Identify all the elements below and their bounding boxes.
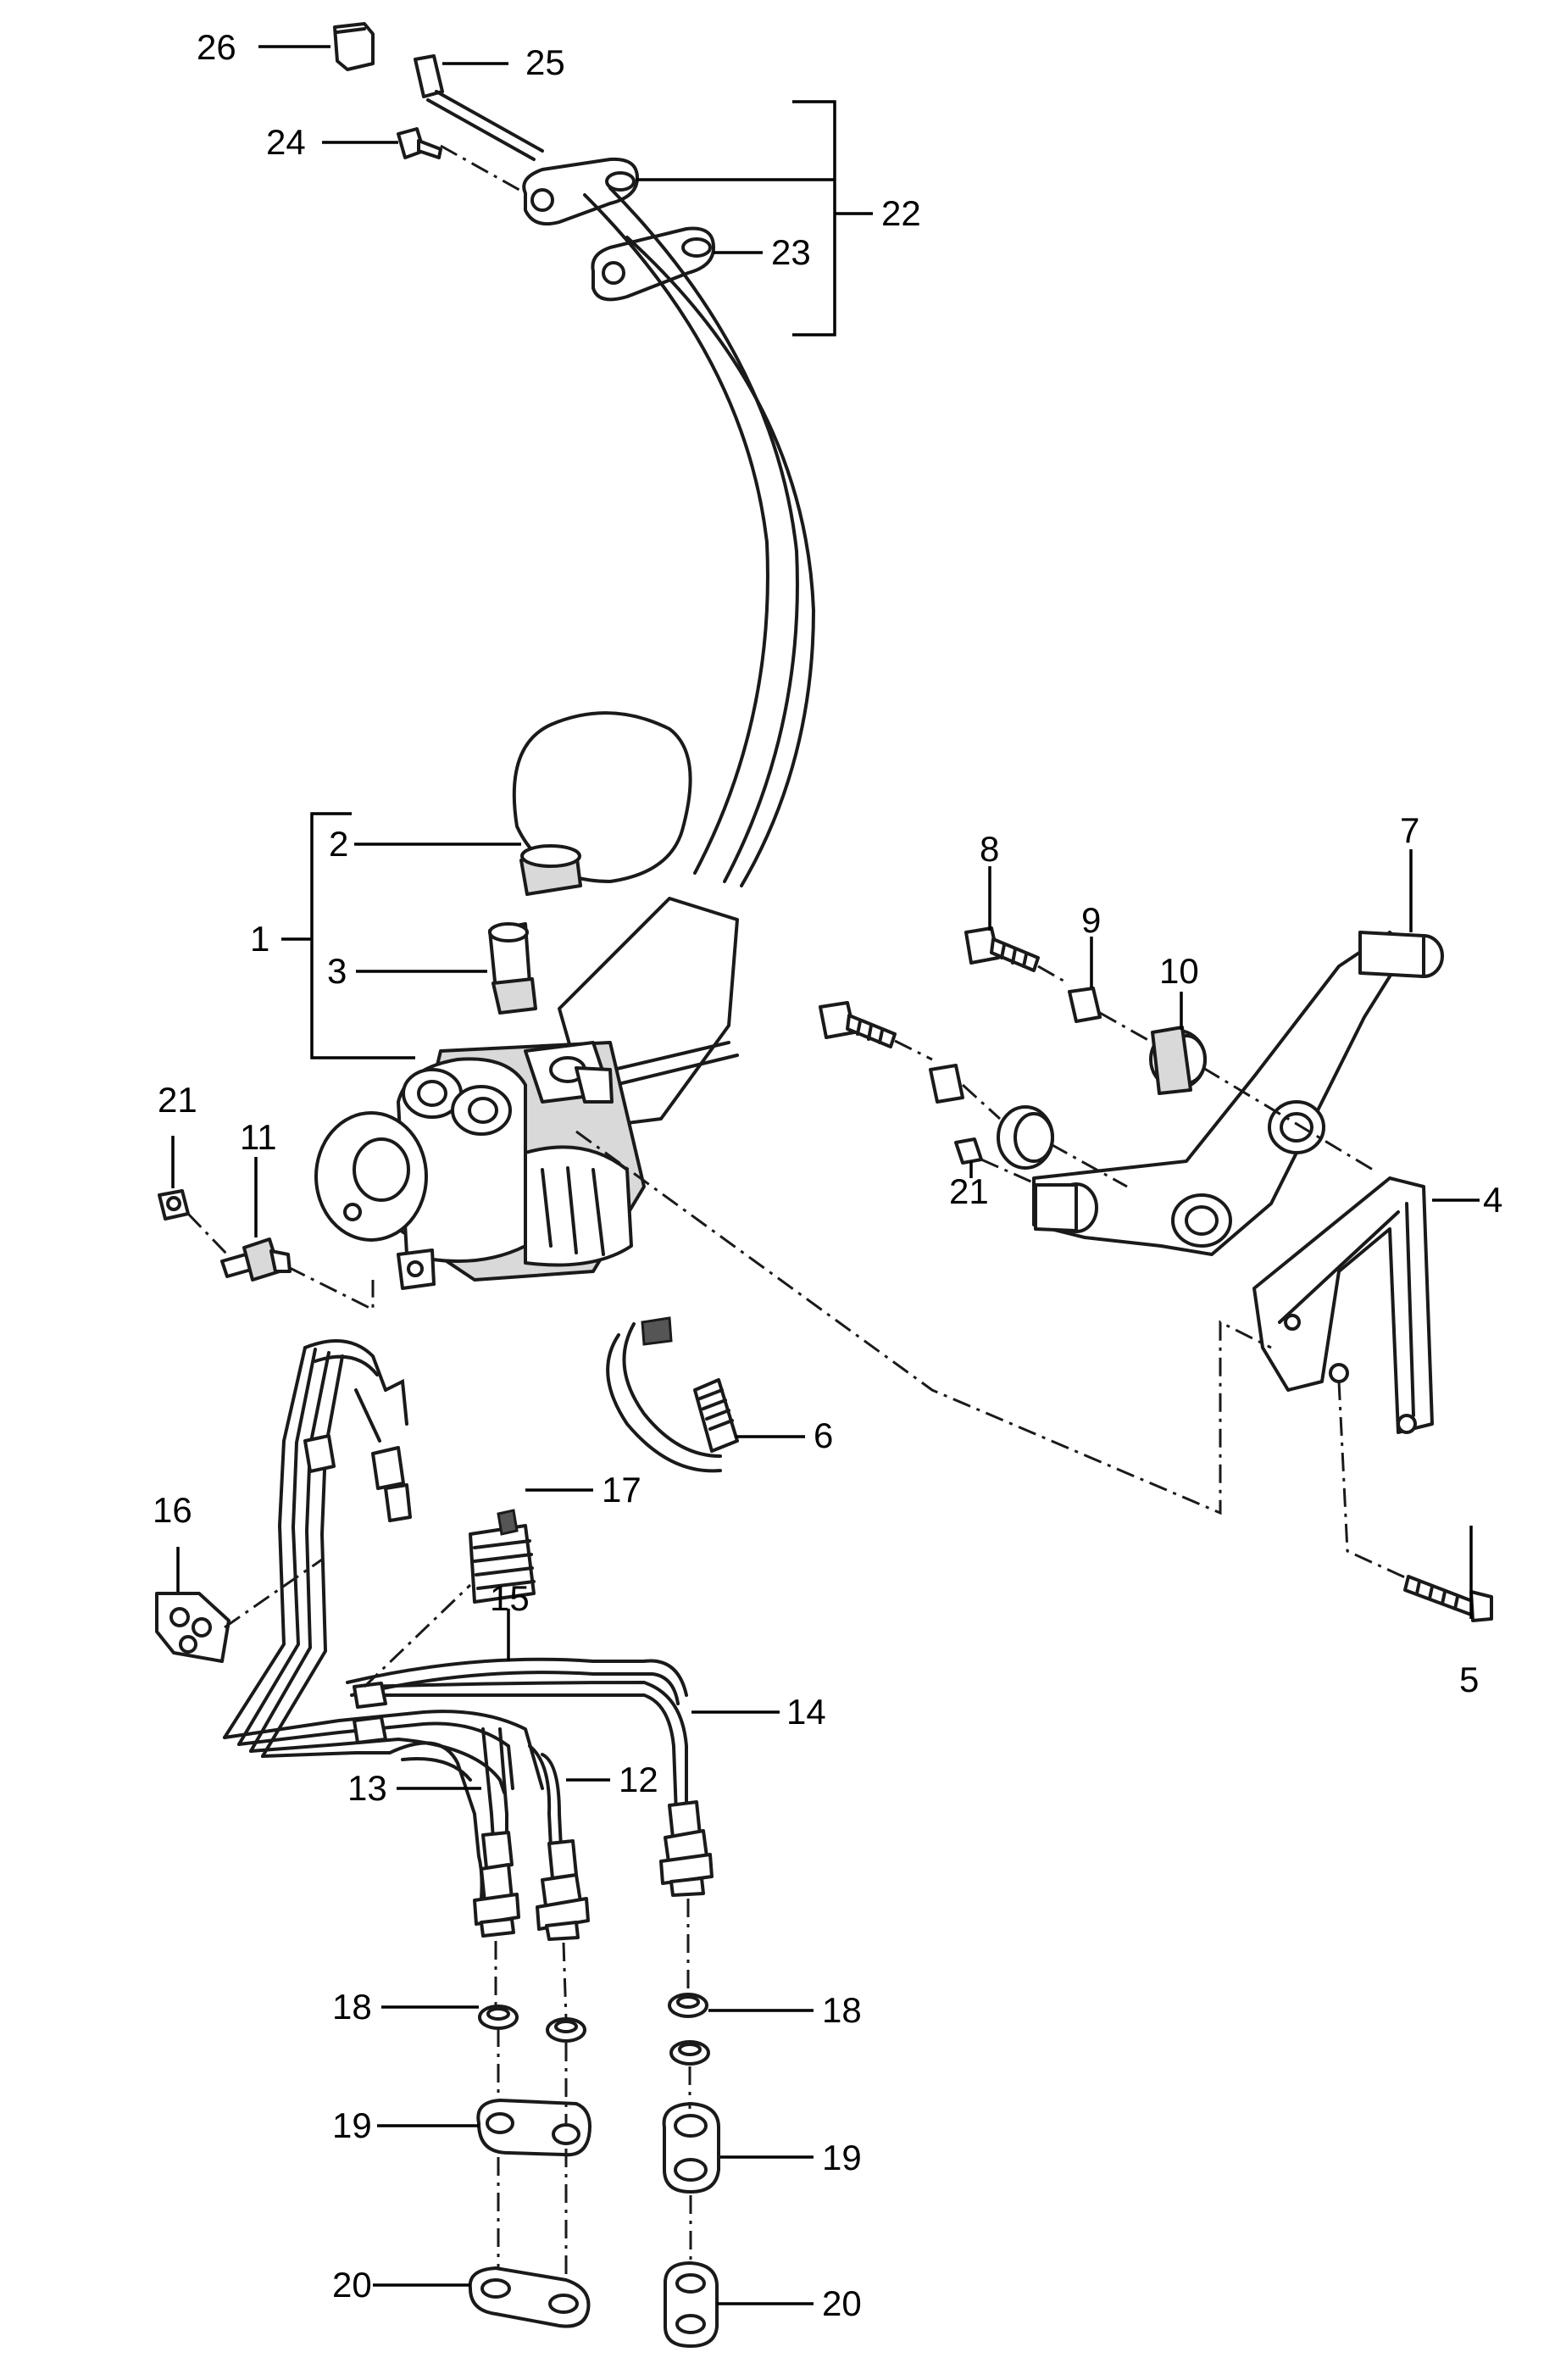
callout-8: 8: [980, 829, 999, 869]
part-13-hose-end: [473, 1831, 520, 1938]
brake-lines: [223, 1339, 688, 1900]
part-21-nut-right: [954, 1137, 983, 1165]
part-10-bushing-lower: [997, 1105, 1054, 1170]
part-24-screw: [397, 127, 442, 159]
part-25-fitting: [414, 54, 544, 161]
part-20-plate-right: [663, 2261, 719, 2348]
callout-13: 13: [347, 1768, 387, 1808]
part-19-bracket-right: [662, 2102, 720, 2194]
part-6-clamp: [606, 1316, 739, 1473]
part-18-circlip-right: [668, 1993, 710, 2066]
callout-9: 9: [1081, 900, 1101, 940]
callout-14: 14: [786, 1692, 826, 1732]
part-22-line-assembly: [522, 157, 816, 887]
part-2-accumulator: [512, 711, 692, 896]
callout-1: 1: [250, 919, 269, 959]
callout-18-right: 18: [822, 1990, 862, 2030]
assembly-lines: [186, 144, 1408, 2280]
part-3-pressure-switch: [488, 922, 537, 1015]
part-7-bracket-arm: [1032, 931, 1444, 1256]
leader-lines: [171, 45, 1480, 2305]
part-5-bolt: [1403, 1575, 1493, 1622]
part-8-bolt-lower: [819, 1001, 897, 1048]
callout-4: 4: [1483, 1180, 1502, 1220]
callout-24: 24: [266, 122, 306, 162]
callout-11: 11: [240, 1117, 277, 1157]
callout-19-left: 19: [332, 2105, 372, 2145]
callout-23: 23: [771, 232, 811, 272]
callout-7: 7: [1400, 810, 1419, 850]
callout-2: 2: [329, 824, 348, 864]
callout-21-right: 21: [949, 1171, 989, 1211]
part-20-plate-left: [468, 2266, 591, 2328]
callout-3: 3: [327, 951, 347, 991]
part-17-grommet: [469, 1509, 536, 1604]
part-19-bracket-left: [476, 2099, 591, 2157]
callout-12: 12: [619, 1760, 658, 1799]
part-16-clip: [155, 1592, 230, 1663]
part-8-bolt: [964, 926, 1040, 972]
callout-16: 16: [153, 1490, 192, 1530]
part-26-cap: [333, 22, 375, 71]
part-14-hose-end: [659, 1800, 714, 1897]
callout-26: 26: [197, 27, 236, 67]
part-1-hydraulic-unit: [314, 897, 739, 1290]
part-12-hose-end: [536, 1839, 590, 1941]
callout-17: 17: [602, 1470, 641, 1510]
part-18-circlip-mid: [546, 2017, 586, 2043]
part-11-sensor: [220, 1237, 292, 1282]
part-18-circlip-left: [478, 2005, 519, 2030]
part-9-sleeve: [1068, 987, 1102, 1023]
callout-20-right: 20: [822, 2283, 862, 2323]
part-10-bushing: [1149, 1026, 1207, 1095]
callout-18-left: 18: [332, 1987, 372, 2027]
callout-25: 25: [525, 42, 565, 82]
callout-10: 10: [1159, 951, 1199, 991]
part-9-sleeve-lower: [929, 1064, 964, 1104]
callout-5: 5: [1459, 1660, 1479, 1699]
callout-21-left: 21: [158, 1080, 197, 1120]
callout-6: 6: [814, 1415, 833, 1455]
callout-22: 22: [881, 193, 921, 233]
part-4-mounting-bracket: [1252, 1176, 1434, 1434]
callout-20-left: 20: [332, 2265, 372, 2305]
callout-15: 15: [490, 1578, 530, 1618]
part-21-nut-left: [158, 1189, 190, 1221]
callout-19-right: 19: [822, 2138, 862, 2177]
